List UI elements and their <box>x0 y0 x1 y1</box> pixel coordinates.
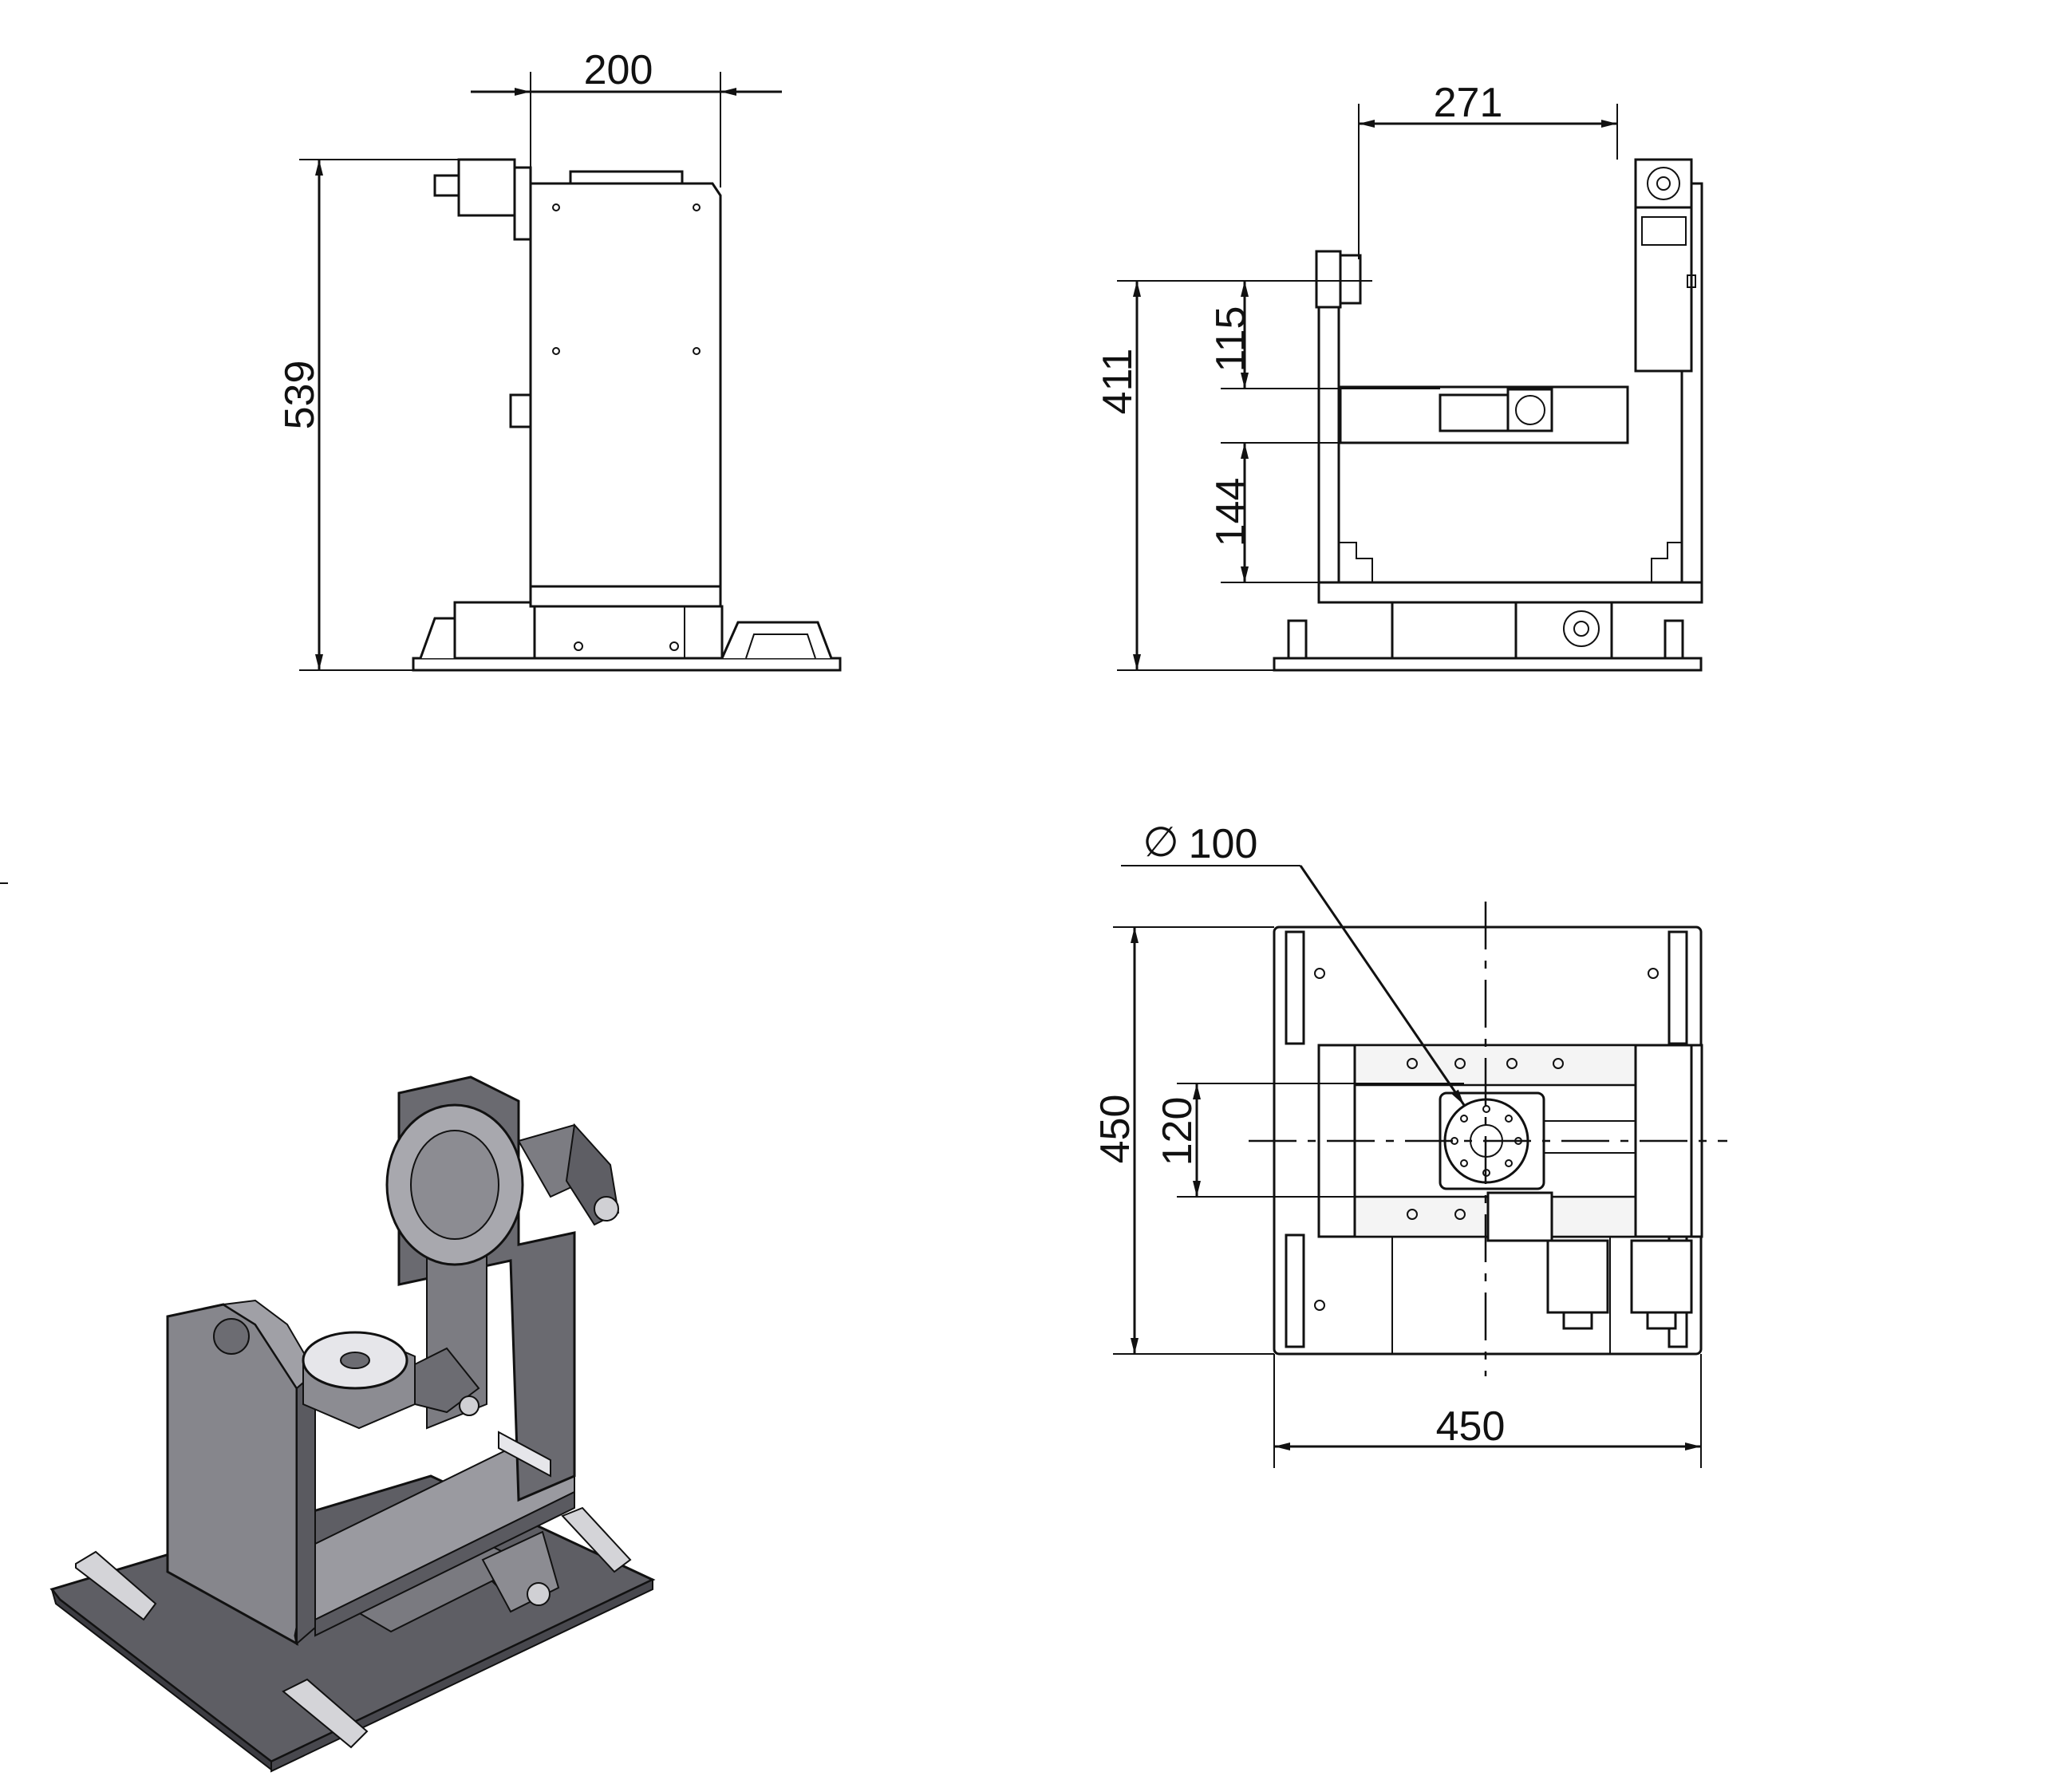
side-upper-coupler <box>513 166 532 241</box>
top-dim-450-horizontal-label: 450 <box>1436 1403 1506 1450</box>
front-handle-left <box>1287 619 1308 660</box>
front-pivot-left-hub <box>1339 254 1362 305</box>
iso-left-pivot <box>213 1318 250 1355</box>
top-tilt-motor-mount <box>1486 1191 1553 1242</box>
top-motor-a-knob <box>1562 1311 1593 1330</box>
top-rotary-hole <box>1460 1115 1468 1123</box>
iso-bracket <box>498 1431 551 1478</box>
top-bolt <box>1506 1058 1517 1069</box>
front-dim-144-label: 144 <box>1208 478 1254 547</box>
side-main-body <box>529 182 722 592</box>
side-dim-200-label: 200 <box>584 47 653 93</box>
iso-tilt-disc-inner <box>410 1130 499 1240</box>
side-handle-right-inner <box>745 633 816 659</box>
front-dim-115-label: 115 <box>1208 306 1254 373</box>
side-top-cap <box>569 170 684 185</box>
top-dim-450-vertical-label: 450 <box>1092 1095 1139 1164</box>
side-lower-motor <box>453 601 536 660</box>
top-dim-diameter-label: 100 <box>1189 821 1258 867</box>
front-frame-corner <box>1339 542 1373 582</box>
side-body-foot <box>529 585 722 608</box>
side-lower-drive <box>533 605 724 660</box>
top-rotary-shaft <box>1543 1120 1636 1154</box>
front-lower-motor-shaft <box>1563 610 1600 647</box>
side-dim-539-label: 539 <box>277 361 323 430</box>
side-handle-left <box>419 617 456 659</box>
top-rotary-hole <box>1505 1115 1513 1123</box>
iso-lower-motor-shaft <box>527 1582 551 1606</box>
side-view: 200 539 <box>277 47 842 672</box>
side-upper-knob <box>433 174 460 197</box>
front-view: 271 411 115 144 <box>1095 80 1703 672</box>
iso-base-plate-edge <box>270 1578 653 1773</box>
isometric-view <box>49 1075 656 1773</box>
side-mid-knob <box>509 393 532 428</box>
front-tilt-motor <box>1439 393 1514 432</box>
front-right-coupler <box>1641 216 1687 246</box>
side-bolt <box>693 203 701 211</box>
side-base-plate <box>412 657 842 672</box>
iso-handle <box>282 1678 369 1749</box>
front-handle-right <box>1664 619 1684 660</box>
top-bolt <box>1454 1209 1466 1220</box>
side-bolt <box>693 347 701 355</box>
top-bolt <box>1314 968 1325 979</box>
top-motor-b <box>1630 1239 1693 1314</box>
side-bolt <box>552 347 560 355</box>
top-bolt <box>1648 968 1659 979</box>
top-bolt <box>1454 1058 1466 1069</box>
top-frame-rail <box>1339 1044 1645 1087</box>
top-rotary-hole <box>1460 1159 1468 1167</box>
side-handle-right <box>720 621 833 659</box>
front-base-plate <box>1273 657 1703 672</box>
front-pivot-left <box>1315 250 1342 309</box>
top-handle <box>1285 1233 1305 1348</box>
top-rotary-hole <box>1505 1159 1513 1167</box>
iso-left-upright-side <box>296 1370 316 1646</box>
front-right-motor-shaft <box>1647 167 1680 200</box>
top-bolt <box>1407 1209 1418 1220</box>
top-view: ∅ 100 120 450 450 <box>1092 819 1727 1468</box>
side-bolt <box>552 203 560 211</box>
front-right-motor-shaft-core <box>1656 176 1671 191</box>
side-bolt <box>669 641 679 651</box>
top-leader-line <box>1299 865 1466 1106</box>
iso-cradle-floor-edge <box>314 1490 575 1637</box>
top-bolt <box>1553 1058 1564 1069</box>
iso-cradle-floor <box>314 1443 575 1621</box>
front-dim-271-label: 271 <box>1434 80 1503 126</box>
iso-rotary-table-bore <box>340 1352 370 1369</box>
iso-upper-motor-shaft <box>594 1196 619 1221</box>
iso-rotary-motor-shaft <box>459 1395 480 1416</box>
top-motor-b-knob <box>1646 1311 1677 1330</box>
iso-handle <box>75 1550 157 1621</box>
top-handle <box>1667 930 1688 1045</box>
front-frame-bottom <box>1317 581 1703 604</box>
front-right-pin <box>1687 274 1696 288</box>
top-bolt <box>1314 1300 1325 1311</box>
top-dim-120-label: 120 <box>1154 1097 1201 1166</box>
front-lower-motor-shaft-core <box>1573 621 1589 637</box>
top-dim-diameter-symbol: ∅ <box>1143 819 1178 866</box>
top-motor-a <box>1546 1239 1609 1314</box>
iso-handle <box>561 1506 632 1573</box>
top-bolt <box>1407 1058 1418 1069</box>
front-tilt-motor-shaft <box>1515 395 1545 425</box>
front-frame-left <box>1317 254 1340 584</box>
side-bolt <box>574 641 583 651</box>
front-frame-corner <box>1651 542 1682 582</box>
front-dim-411-label: 411 <box>1095 349 1141 415</box>
top-handle <box>1285 930 1305 1045</box>
side-upper-motor <box>457 158 516 217</box>
